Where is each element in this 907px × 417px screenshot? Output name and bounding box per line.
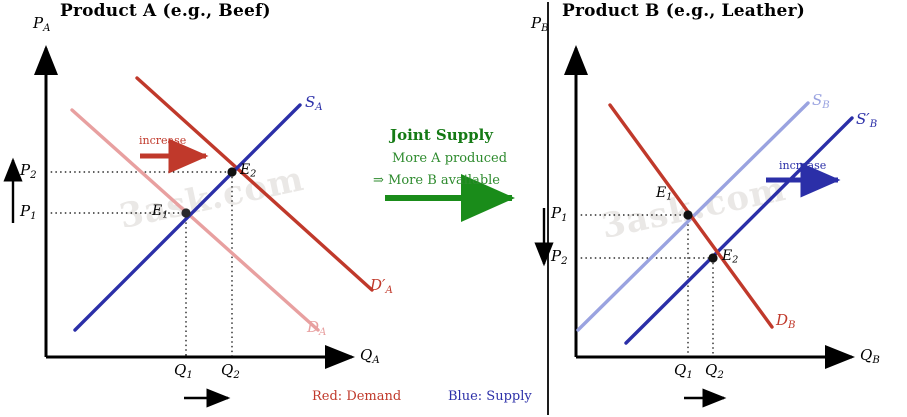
- curve-S-B-prime: [624, 116, 854, 345]
- panel-b-axes: [564, 45, 855, 369]
- panel-a-curve-label-demand-shifted: D′A: [370, 276, 393, 296]
- panel-a-x-axis-sub: A: [372, 354, 380, 366]
- joint-supply-line-2-text: More B available: [388, 173, 500, 188]
- panel-a-guides: [46, 171, 233, 357]
- panel-b-curve-label-supply-shifted: S′B: [856, 110, 878, 130]
- panel-a-x-axis-letter: Q: [360, 346, 373, 364]
- implies-icon: ⇒: [373, 173, 384, 188]
- panel-b-equilibrium-dot-2: [708, 253, 718, 263]
- panel-a-shift-note: increase: [139, 134, 187, 147]
- joint-supply-heading: Joint Supply: [390, 126, 493, 144]
- panel-a-x-axis-label: QA: [360, 348, 380, 366]
- panel-a-axes: [34, 45, 355, 369]
- panel-b-curves: [576, 101, 854, 345]
- panel-b-curve-label-demand: DB: [776, 311, 796, 331]
- panel-a-y-axis-label: PA: [33, 16, 50, 34]
- panel-a-price-tick-2: P2: [20, 161, 37, 181]
- legend-supply: Blue: Supply: [448, 389, 532, 404]
- joint-supply-line-1: More A produced: [392, 151, 508, 166]
- panel-a-equilibrium-label-2: E2: [240, 162, 257, 180]
- panel-a-y-axis-sub: A: [43, 22, 51, 34]
- panel-a-y-axis-letter: P: [33, 14, 44, 32]
- panel-a-title: Product A (e.g., Beef): [60, 1, 271, 21]
- panel-b-y-axis-sub: B: [541, 22, 549, 34]
- curve-D-A: [70, 108, 320, 332]
- legend-demand: Red: Demand: [312, 389, 402, 404]
- curve-D-A-prime: [135, 76, 374, 292]
- panel-a-equilibrium-dot-1: [181, 208, 191, 218]
- panel-b-guides: [576, 214, 714, 357]
- panel-b-title: Product B (e.g., Leather): [562, 1, 805, 21]
- panel-a-price-tick-1: P1: [20, 202, 37, 222]
- curve-S-A: [73, 103, 302, 332]
- joint-supply-line-2: ⇒ More B available: [373, 174, 500, 187]
- panel-b-x-axis-sub: B: [872, 354, 880, 366]
- panel-b-qty-tick-2: Q2: [705, 361, 724, 381]
- panel-b-x-axis-label: QB: [860, 348, 880, 366]
- panel-a-curve-label-demand-original: DA: [307, 318, 327, 338]
- panel-b-curve-label-supply-original: SB: [812, 91, 830, 111]
- panel-a-curves: [70, 76, 374, 332]
- panel-a-curve-label-supply: SA: [305, 93, 323, 113]
- panel-b-x-axis-letter: Q: [860, 346, 873, 364]
- panel-a-qty-tick-2: Q2: [221, 361, 240, 381]
- panel-b-price-tick-2: P2: [551, 247, 568, 267]
- panel-b-y-axis-label: PB: [531, 16, 549, 34]
- panel-b-equilibrium-dot-1: [683, 210, 693, 220]
- panel-b-shift-note: increase: [779, 159, 827, 172]
- panel-a-qty-tick-1: Q1: [174, 361, 193, 381]
- panel-a-equilibrium-label-1: E1: [152, 203, 169, 221]
- panel-b-qty-tick-1: Q1: [674, 361, 693, 381]
- panel-b-equilibrium-label-2: E2: [722, 248, 739, 266]
- panel-b-price-tick-1: P1: [551, 204, 568, 224]
- panel-b-y-axis-letter: P: [531, 14, 542, 32]
- panel-b-equilibrium-label-1: E1: [656, 185, 673, 203]
- panel-a-equilibrium-dot-2: [227, 167, 237, 177]
